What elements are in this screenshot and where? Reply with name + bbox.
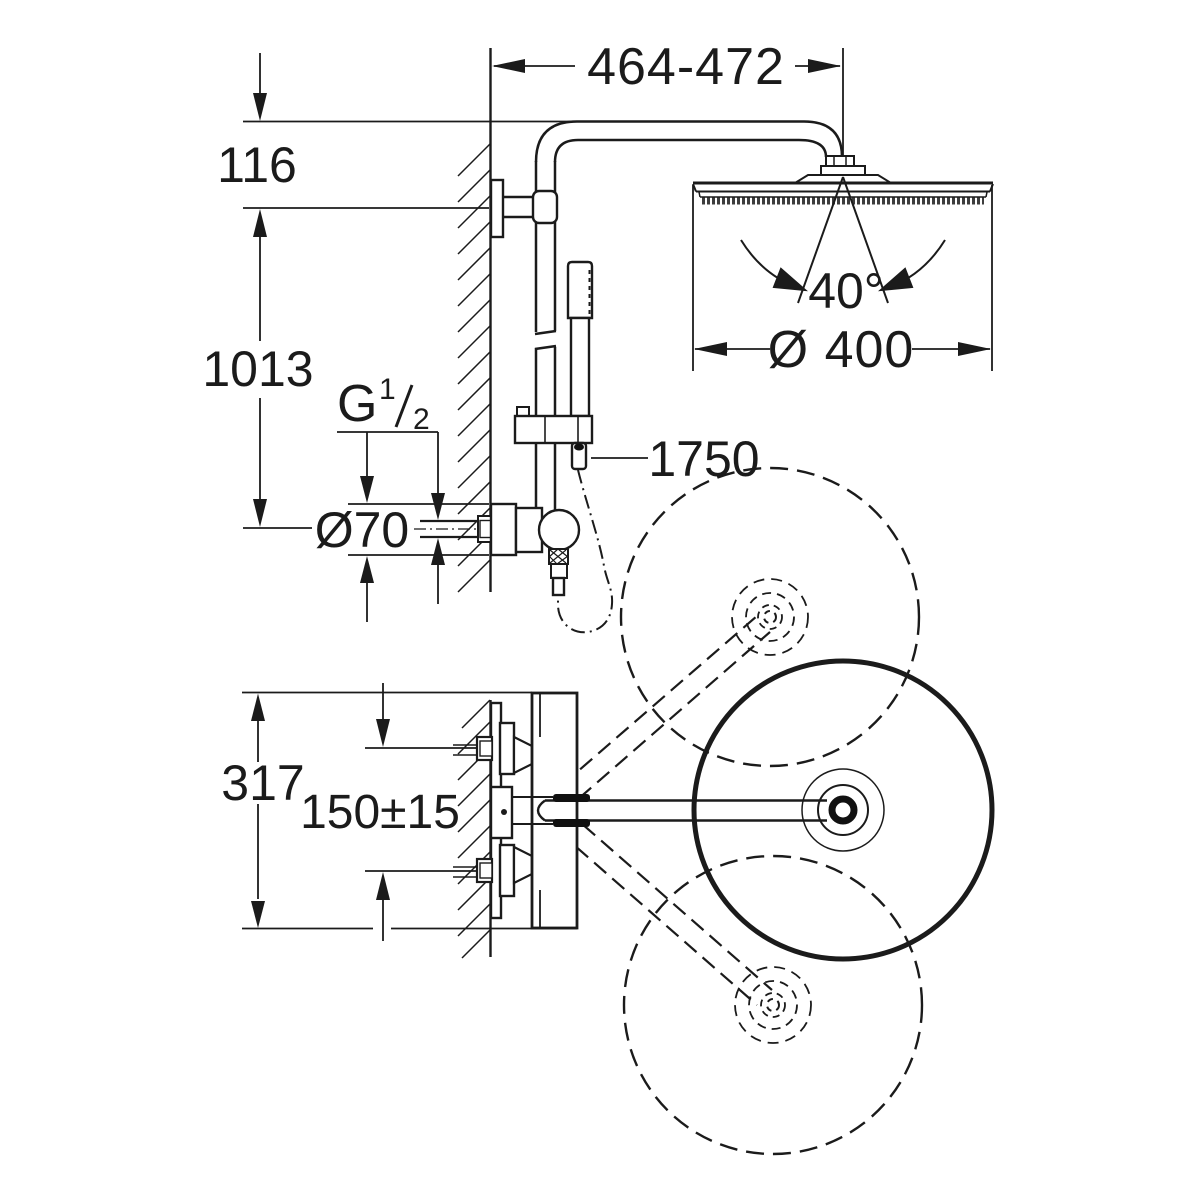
dim-label-spray-angle: 40° <box>808 263 884 319</box>
dim-label-hose-length: 1750 <box>648 431 759 487</box>
dim-label-head-diameter: Ø 400 <box>768 321 915 379</box>
handshower-position-lower-circle <box>622 854 924 1156</box>
handshower-swivel-arm-dashed-lower <box>557 808 773 1006</box>
supply-connection <box>414 502 581 597</box>
wall-upper <box>457 48 492 593</box>
shower-head <box>692 181 994 205</box>
handshower-arm-solid <box>536 794 827 827</box>
dimension-thread <box>337 384 489 622</box>
dimension-riser-height <box>243 398 312 529</box>
dimension-valve-height <box>242 691 577 930</box>
dimension-head-diameter <box>692 185 993 371</box>
shower-arm-pipe <box>534 120 844 163</box>
dim-label-thread-denominator: 2 <box>413 403 430 436</box>
dim-label-head-drop: 116 <box>217 137 297 193</box>
dim-label-reach: 464-472 <box>587 38 785 96</box>
dim-label-thread-numerator: 1 <box>379 373 396 406</box>
dim-label-escutcheon: Ø70 <box>315 502 410 558</box>
hand-shower <box>513 260 594 471</box>
dimension-supply-spacing <box>365 683 477 941</box>
wall-bracket <box>489 178 559 239</box>
dimension-head-drop <box>243 53 575 341</box>
handshower-position-upper-circle <box>619 466 921 768</box>
spray-angle-cone <box>740 176 946 304</box>
thermostat-valve <box>453 691 579 930</box>
dim-label-thread-prefix: G <box>337 375 377 433</box>
dim-label-valve-height: 317 <box>221 755 304 811</box>
dim-label-supply-spacing: 150±15 <box>300 786 460 839</box>
riser-rail <box>534 161 557 512</box>
dim-label-riser-height: 1013 <box>202 341 313 397</box>
shower-hose <box>557 469 614 634</box>
handshower-main-circle <box>691 658 995 962</box>
dimension-reach <box>492 48 844 156</box>
handshower-swivel-arm-dashed-upper <box>560 615 771 815</box>
